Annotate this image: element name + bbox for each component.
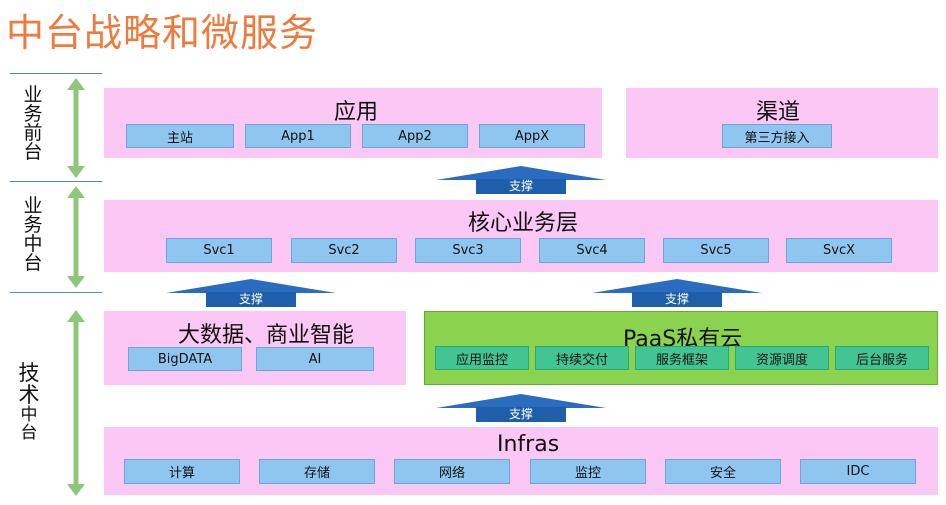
infra-panel-title: Infras [497,432,560,457]
up-arrow-icon [436,394,606,422]
channel-panel-title: 渠道 [756,100,801,125]
channel-panel: 渠道 第三方接入 [626,88,938,158]
bigdata-panel: 大数据、商业智能 BigDATA AI [104,311,406,385]
infra-item: 存储 [259,459,375,484]
tier-label-middle: 业务中台 [23,195,43,274]
infra-panel: Infras 计算 存储 网络 监控 安全 IDC [104,427,938,495]
app-panel: 应用 主站 App1 App2 AppX [104,88,602,158]
service-item: Svc3 [415,238,521,263]
paas-item: 资源调度 [735,346,829,370]
app-item: AppX [479,124,585,148]
infra-item: 网络 [394,459,510,484]
paas-item: 持续交付 [535,346,629,370]
page-title: 中台战略和微服务 [6,11,319,55]
up-arrow-icon [166,279,336,307]
paas-item: 服务框架 [635,346,729,370]
app-item: App1 [245,124,351,148]
service-item: Svc4 [539,238,645,263]
support-arrow: 支撑 [436,394,606,422]
paas-panel: PaaS私有云 应用监控 持续交付 服务框架 资源调度 后台服务 [424,311,938,385]
infra-item: IDC [800,459,916,484]
tier-label-tech: 技术中台 [18,361,40,443]
support-arrow: 支撑 [592,279,762,307]
up-arrow-icon [592,279,762,307]
app-item: 主站 [126,124,234,148]
support-label: 支撑 [664,292,689,306]
tier-label-front: 业务前台 [23,84,43,163]
infra-item: 计算 [124,459,240,484]
bigdata-panel-title: 大数据、商业智能 [178,323,355,348]
core-panel-title: 核心业务层 [468,211,579,236]
core-panel: 核心业务层 Svc1 Svc2 Svc3 Svc4 Svc5 SvcX [104,200,938,272]
bigdata-item: AI [256,347,374,371]
support-arrow: 支撑 [436,166,606,194]
divider-line [10,292,102,293]
infra-item: 监控 [530,459,646,484]
support-label: 支撑 [238,292,263,306]
double-arrow-icon [67,186,85,288]
service-item: Svc5 [663,238,769,263]
divider-line [10,181,102,182]
service-item: Svc1 [166,238,272,263]
service-item: SvcX [786,238,892,263]
app-item: App2 [362,124,468,148]
channel-item: 第三方接入 [722,124,832,148]
double-arrow-icon [67,310,85,496]
service-item: Svc2 [291,238,397,263]
app-panel-title: 应用 [334,100,379,125]
double-arrow-icon [67,78,85,178]
support-label: 支撑 [508,407,533,421]
up-arrow-icon [436,166,606,194]
support-label: 支撑 [508,179,533,193]
support-arrow: 支撑 [166,279,336,307]
divider-line [10,73,102,74]
infra-item: 安全 [665,459,781,484]
paas-item: 后台服务 [835,346,929,370]
bigdata-item: BigDATA [128,347,242,371]
paas-item: 应用监控 [435,346,529,370]
